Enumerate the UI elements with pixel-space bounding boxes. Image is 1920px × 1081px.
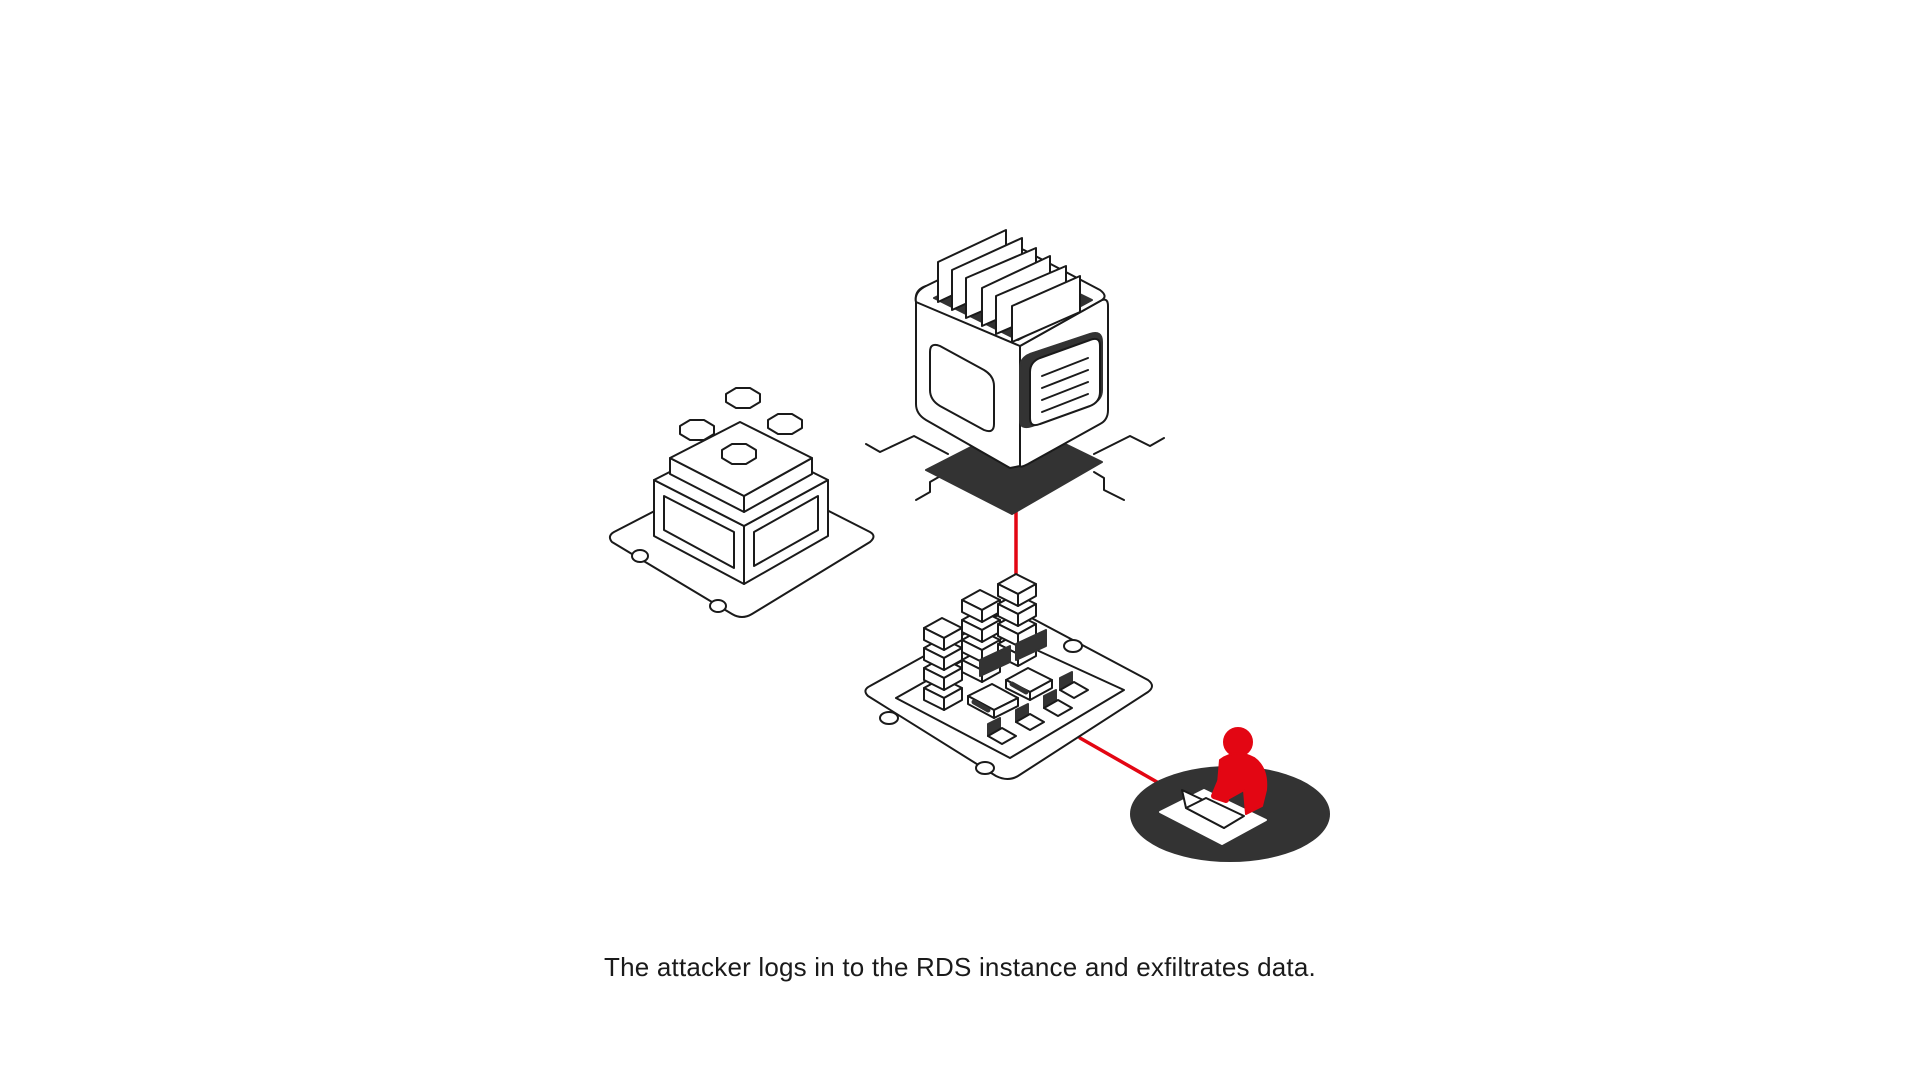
hexagon-icon — [721, 443, 757, 465]
server-stack — [923, 617, 963, 711]
panel-line — [1041, 357, 1089, 377]
hexagon-icon — [679, 419, 715, 441]
panel-line — [1041, 369, 1089, 389]
document-icon — [1011, 275, 1081, 343]
platform-bump — [1063, 639, 1083, 653]
monitor-icon — [979, 645, 1011, 677]
circuit-lead — [1093, 435, 1165, 455]
rds-database-icon — [865, 229, 1165, 515]
rds-window — [929, 343, 995, 433]
laptop-icon — [1059, 681, 1089, 699]
circuit-lead — [1093, 471, 1125, 501]
hexagon-icon — [767, 413, 803, 435]
compute-window-front — [663, 495, 735, 569]
circuit-lead — [865, 435, 949, 455]
attacker-arm — [1211, 769, 1229, 803]
compute-block-icon — [608, 387, 875, 618]
compute-platform — [608, 468, 875, 618]
attacker-laptop-base — [1185, 797, 1245, 829]
attacker-laptop-icon — [1130, 727, 1330, 862]
server-cluster-icon — [864, 573, 1153, 780]
compute-platform-bump — [709, 599, 727, 613]
platform-bump — [879, 711, 899, 725]
hexagon-icon — [725, 387, 761, 409]
panel-line — [1041, 393, 1089, 413]
monitor-icon — [1015, 629, 1047, 661]
connection-line-servers-to-attacker — [1078, 736, 1166, 788]
circuit-lead — [915, 473, 945, 501]
platform-bump — [975, 761, 995, 775]
laptop-icon — [1043, 699, 1073, 717]
laptop-icon — [1015, 713, 1045, 731]
laptop-icon — [987, 727, 1017, 745]
compute-window-side — [753, 495, 819, 567]
diagram-caption: The attacker logs in to the RDS instance… — [604, 952, 1316, 982]
compute-platform-bump — [631, 549, 649, 563]
desk-row — [967, 667, 1053, 719]
attacker-head — [1223, 727, 1253, 757]
panel-line — [1041, 381, 1089, 401]
